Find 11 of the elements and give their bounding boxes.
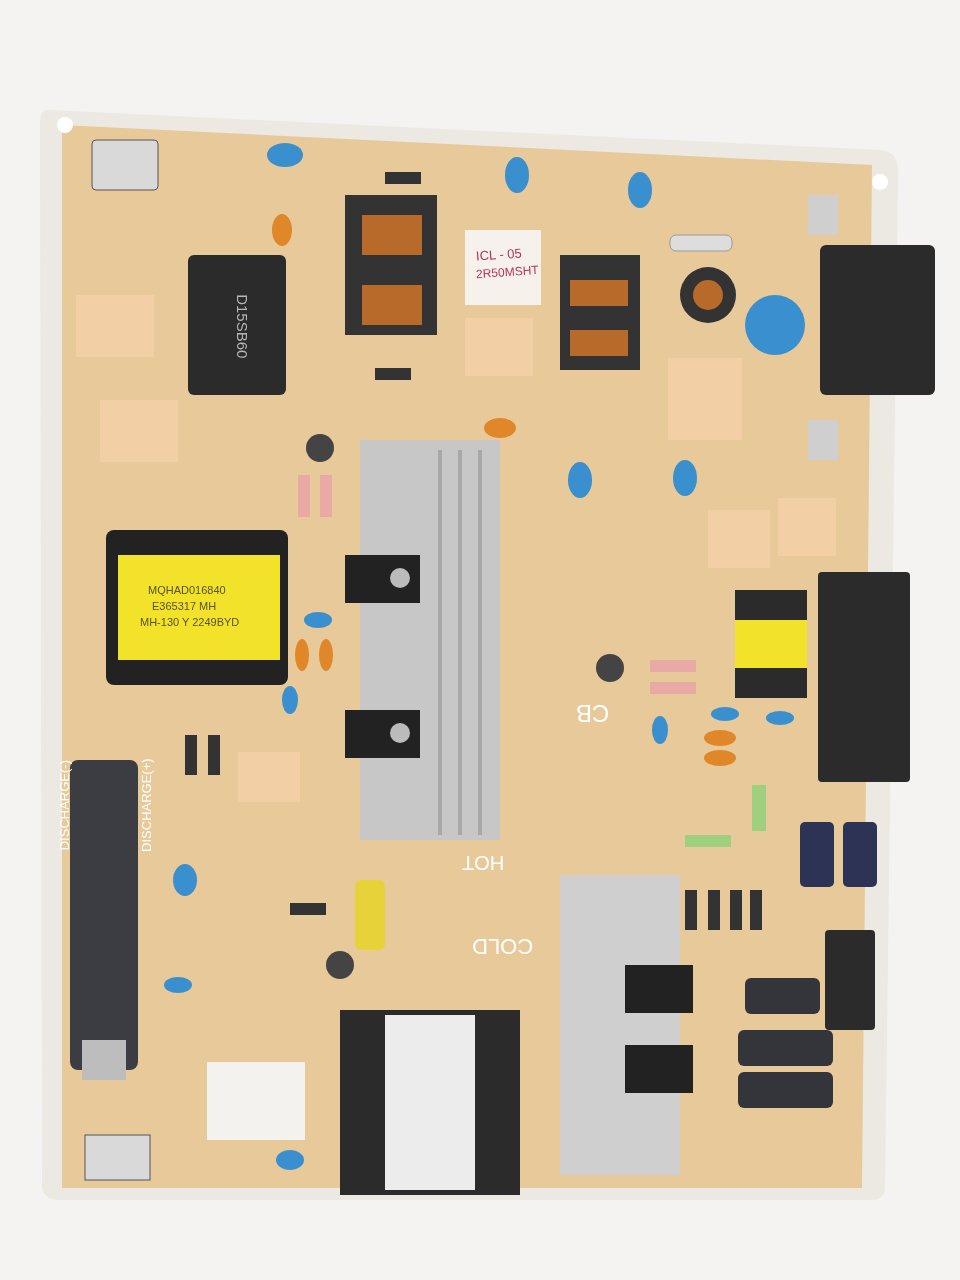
part-marking: MH-130 Y 2249BYD — [140, 616, 240, 629]
silkscreen-text: CB — [576, 700, 610, 727]
part-marking: E365317 MH — [152, 600, 217, 613]
part-number-marking: MQHAD016840 — [148, 584, 226, 597]
part-marking: 2R50MSHT — [475, 263, 540, 282]
silkscreen-text: DISCHARGE(+) — [139, 758, 154, 852]
silkscreen-text: DISCHARGE(-) — [58, 760, 73, 851]
silkscreen-text: HOT — [462, 852, 505, 874]
silkscreen-text: COLD — [472, 934, 534, 959]
part-number-marking: D15SB60 — [233, 294, 251, 359]
part-marking: ICL - 05 — [475, 246, 523, 264]
